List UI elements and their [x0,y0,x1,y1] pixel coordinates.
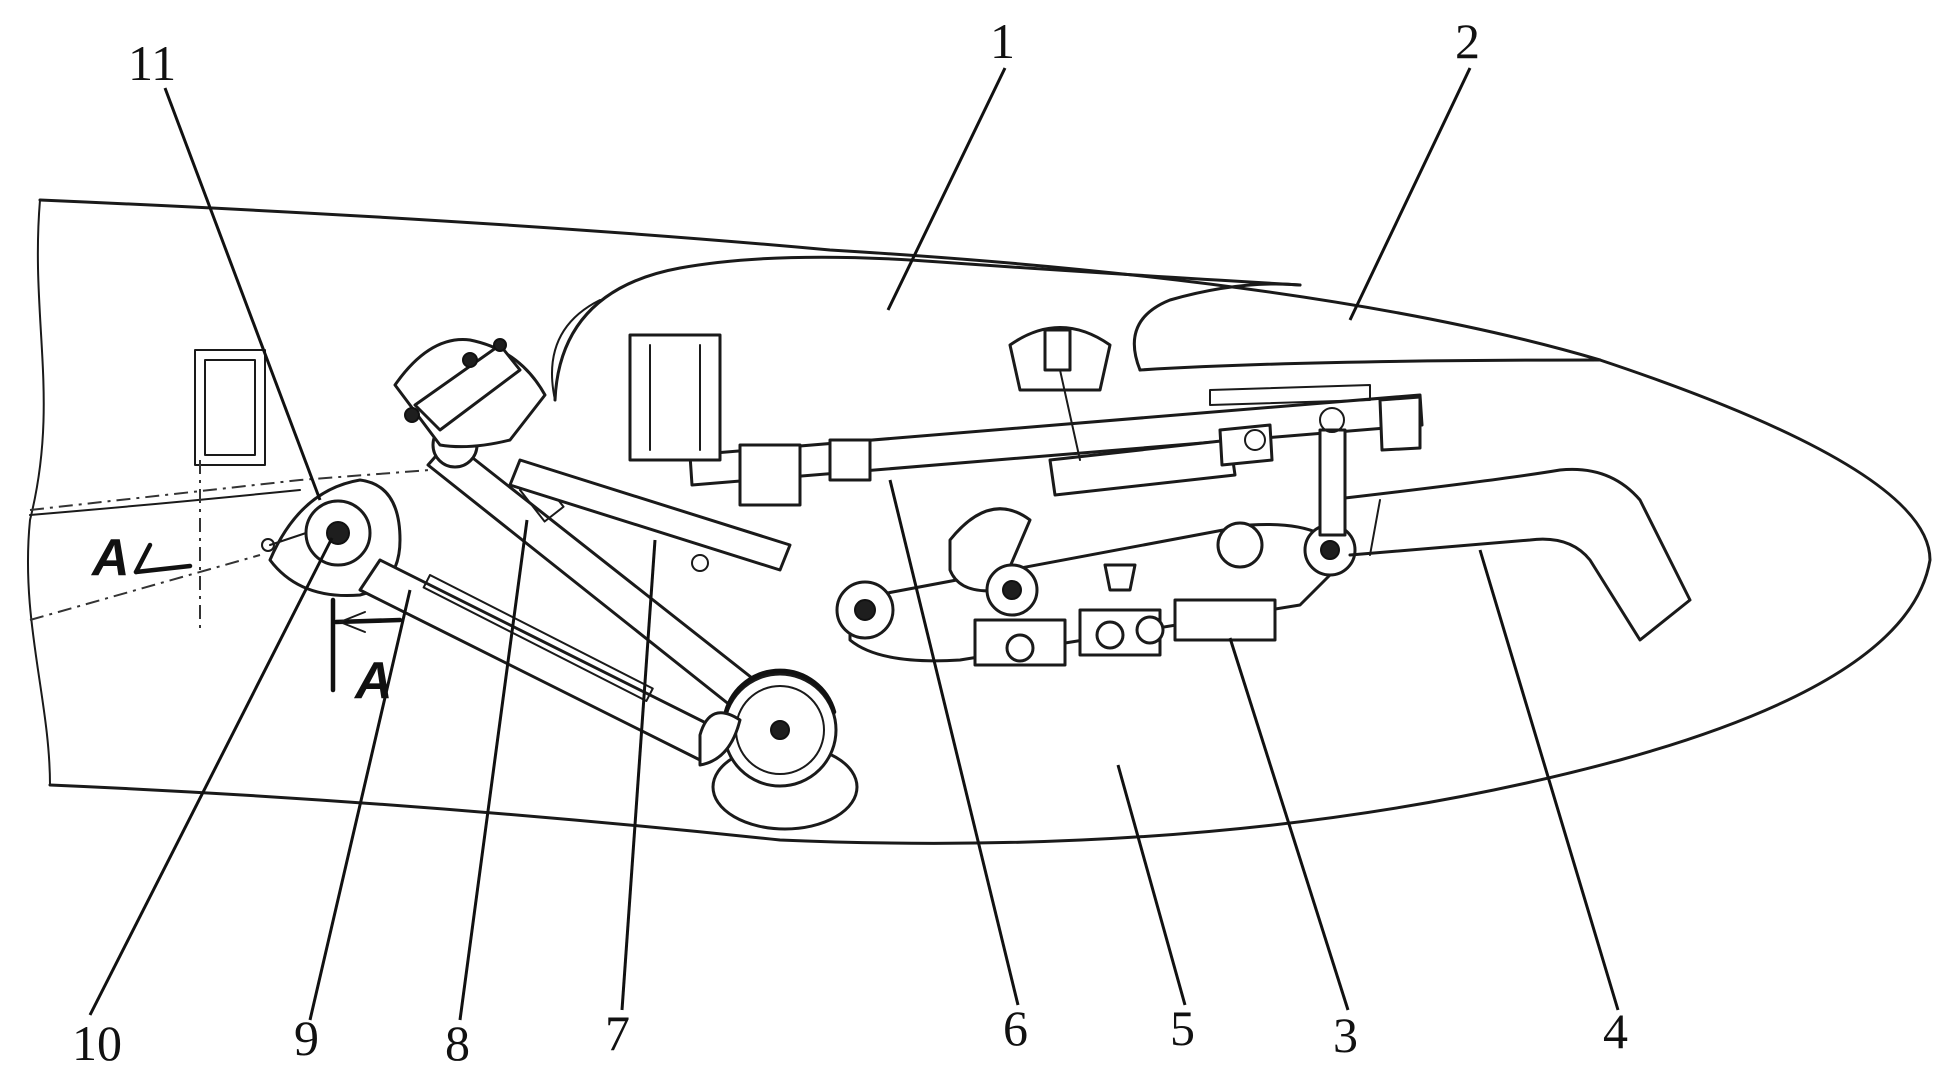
section-letter-bottom: A [353,652,393,710]
upper-hinge-arm [393,338,547,449]
fairing-outline [27,198,1932,845]
section-marker: A A [90,529,403,710]
callout-2: 2 [1455,13,1480,69]
link-arm-9 [358,558,722,762]
callout-6: 6 [1003,1000,1028,1056]
side-brace-3 [835,507,1357,667]
door-panel-2 [1132,282,1602,372]
callout-9: 9 [294,1010,319,1066]
bracket-rod-7 [508,458,792,572]
callout-1: 1 [990,13,1015,69]
frame-structure [29,349,431,630]
wheel [698,668,859,831]
callout-5: 5 [1170,1000,1195,1056]
actuator-cylinder-6 [628,326,1424,507]
callout-11: 11 [128,35,176,91]
door-panel-1 [551,255,1302,402]
callout-3: 3 [1333,1007,1358,1063]
callout-8: 8 [445,1015,470,1071]
section-letter-top: A [90,529,130,587]
callout-labels: 1 2 3 4 5 6 7 8 9 10 11 [72,13,1628,1071]
vertical-link [1209,384,1371,537]
callout-10: 10 [72,1015,122,1071]
callout-7: 7 [605,1005,630,1061]
duct-pipe-4 [1343,467,1692,642]
leader-lines [88,67,1620,1021]
callout-4: 4 [1603,1003,1628,1059]
